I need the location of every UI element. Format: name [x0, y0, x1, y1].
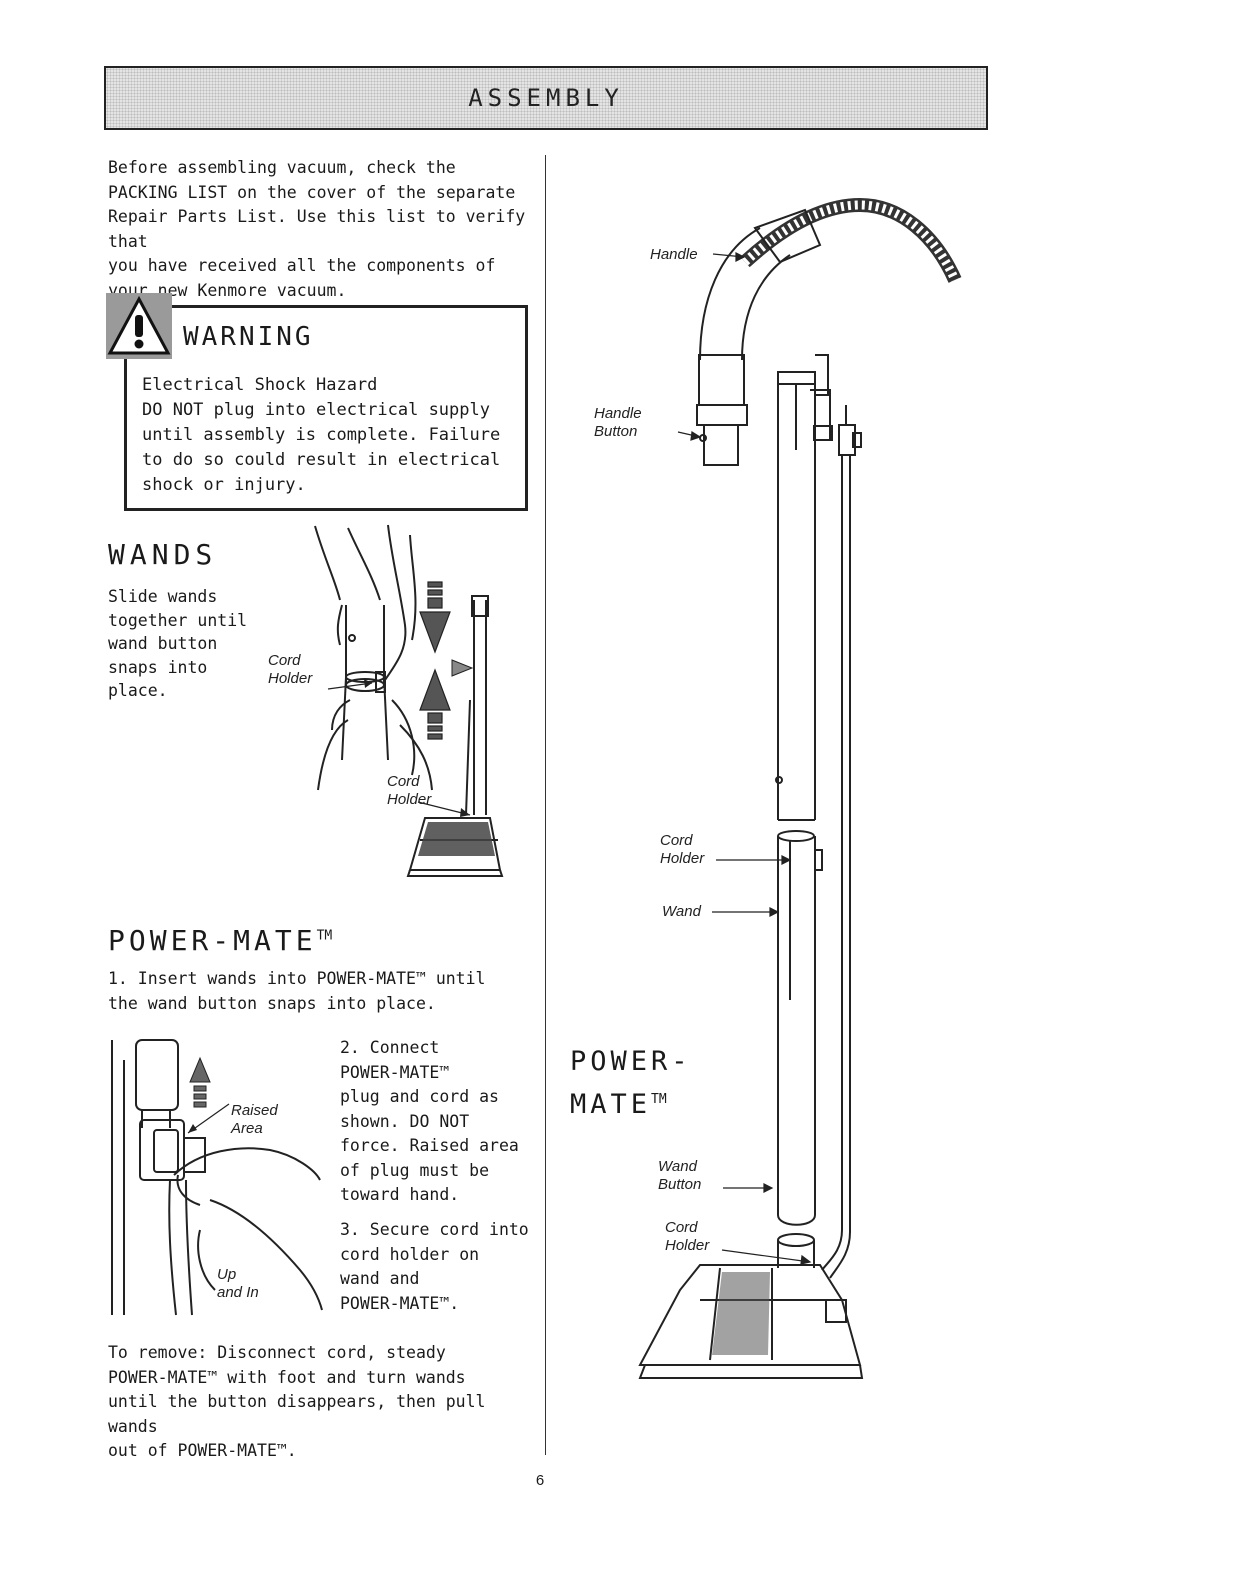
power-mate-step-1: 1. Insert wands into POWER-MATE™ until t… [108, 969, 486, 1013]
label-cord-holder-top: Cord Holder [660, 832, 705, 867]
label-raised-area: Raised Area [231, 1102, 278, 1137]
warning-box [124, 305, 528, 511]
power-mate-step-3: 3. Secure cord into cord holder on wand … [340, 1220, 529, 1313]
power-mate-diagram-heading: POWER- MATETM [570, 1043, 750, 1124]
wands-heading: WANDS [108, 538, 218, 571]
label-wand: Wand [662, 903, 701, 920]
diagram-heading-line-1: POWER- [570, 1046, 692, 1077]
diagram-trademark-mark: TM [651, 1092, 667, 1107]
warning-text: Electrical Shock Hazard DO NOT plug into… [142, 375, 501, 495]
trademark-mark: TM [316, 928, 333, 944]
page-number: 6 [535, 1472, 545, 1489]
label-handle-button: Handle Button [594, 405, 642, 440]
power-mate-step-2: 2. Connect POWER-MATE™ plug and cord as … [340, 1038, 519, 1204]
section-title: ASSEMBLY [468, 84, 624, 112]
warning-icon [106, 293, 172, 359]
label-up-and-in: Up and In [217, 1266, 259, 1301]
power-mate-heading: POWER-MATETM [108, 924, 332, 957]
label-handle: Handle [650, 246, 698, 263]
section-banner: ASSEMBLY [104, 66, 988, 130]
power-mate-heading-text: POWER-MATE [108, 924, 317, 957]
label-wand-button: Wand Button [658, 1158, 702, 1193]
label-cord-holder-1: Cord Holder [268, 652, 313, 687]
label-cord-holder-bottom: Cord Holder [665, 1219, 710, 1254]
label-cord-holder-2: Cord Holder [387, 773, 432, 808]
column-divider [545, 155, 546, 1455]
remove-instructions: To remove: Disconnect cord, steady POWER… [108, 1343, 486, 1460]
wands-text: Slide wands together until wand button s… [108, 587, 248, 700]
diagram-heading-line-2: MATE [570, 1089, 652, 1120]
warning-title: WARNING [183, 322, 314, 352]
